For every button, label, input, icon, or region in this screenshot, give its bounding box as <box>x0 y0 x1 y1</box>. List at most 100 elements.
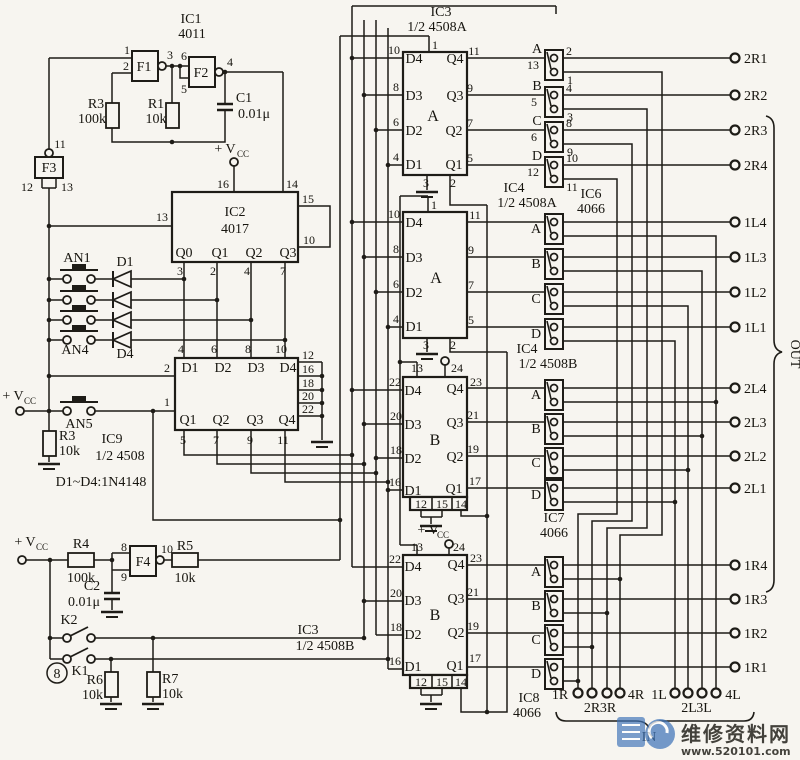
ic2-name: IC2 <box>225 205 246 220</box>
r7-value: 10k <box>162 687 183 702</box>
analog-switch-arm <box>546 250 552 269</box>
ic1-part: 4011 <box>178 27 205 42</box>
in-2l: 2L <box>681 701 697 716</box>
ic9-pin-18: 18 <box>302 376 314 390</box>
ic3a-pin-10: 10 <box>388 43 400 57</box>
junction-dot <box>46 276 52 282</box>
junction-dot <box>373 127 379 133</box>
ic3b-q4: Q4 <box>447 558 464 573</box>
junction-dot <box>150 408 156 414</box>
vcc-terminal <box>444 539 454 549</box>
sw1b-pin-3: 3 <box>567 110 573 124</box>
ic3a-pin-1: 1 <box>432 38 438 52</box>
pushbutton-cap <box>72 305 86 311</box>
junction-dot <box>319 387 325 393</box>
diode-triangle <box>110 269 132 289</box>
wire <box>216 430 364 465</box>
analog-switch-contact <box>549 642 559 652</box>
junction-dot <box>385 479 391 485</box>
junction-dot <box>349 219 355 225</box>
vcc-left-sub: CC <box>24 396 36 406</box>
analog-switch-contact <box>549 676 559 686</box>
sw1a-pin-1: 1 <box>567 73 573 87</box>
d4-label: D4 <box>116 347 133 362</box>
junction-dot <box>169 139 175 145</box>
junction-dot <box>361 254 367 260</box>
junction-dot <box>169 63 175 69</box>
pushbutton-contact <box>62 335 72 345</box>
ic9-q4: Q4 <box>278 413 295 428</box>
k1-label: K1 <box>71 664 88 679</box>
ic3a-d2: D2 <box>405 124 422 139</box>
r1-name: R1 <box>148 97 164 112</box>
analog-switch-contact <box>549 160 559 170</box>
ic3b-q3: Q3 <box>447 592 464 607</box>
diode-triangle <box>110 310 132 330</box>
ic4b-q3: Q3 <box>446 416 463 431</box>
ic4a-d1: D1 <box>405 320 422 335</box>
junction-dot <box>484 513 490 519</box>
ic3b-d4: D4 <box>404 560 421 575</box>
analog-switch-contact <box>549 451 559 461</box>
ic2-part: 4017 <box>221 222 249 237</box>
ic9-d4: D4 <box>279 361 296 376</box>
sw1c-pin-8: 8 <box>566 116 572 130</box>
vcc-ic3b: + V <box>417 523 438 538</box>
components-layer <box>15 49 783 731</box>
junction-dot <box>47 557 53 563</box>
wire <box>563 71 663 689</box>
pushbutton-contact <box>62 274 72 284</box>
ic3a-d4: D4 <box>405 52 422 67</box>
ic3b-pin-12: 12 <box>415 675 427 689</box>
ic2-pin-4: 4 <box>244 264 250 278</box>
sw2a-label: A <box>531 222 542 237</box>
analog-switch-contact <box>549 231 559 241</box>
junction-dot <box>373 455 379 461</box>
sw1d-pin-11: 11 <box>566 180 578 194</box>
ic4b-pin-23: 23 <box>470 375 482 389</box>
analog-switch-arm <box>546 558 552 577</box>
junction-dot <box>46 408 52 414</box>
ic3b-d3: D3 <box>404 594 421 609</box>
out-2r3: 2R3 <box>744 124 767 139</box>
analog-switch-arm <box>546 88 552 107</box>
analog-switch-arm <box>546 381 552 400</box>
ic9-pin-8: 8 <box>245 342 251 356</box>
analog-switch-contact <box>549 125 559 135</box>
r7-resistor <box>146 671 161 698</box>
analog-switch-contact <box>549 383 559 393</box>
analog-switch-box <box>544 590 564 622</box>
ic4a-pin-7: 7 <box>468 278 474 292</box>
gate-inverter-bubble <box>157 61 167 71</box>
out-terminal <box>729 382 741 394</box>
analog-switch-arm <box>546 449 552 468</box>
wire <box>563 235 717 689</box>
analog-switch-box <box>544 479 564 511</box>
ic4b-q1: Q1 <box>445 482 462 497</box>
ic2-pin-16: 16 <box>217 177 229 191</box>
ic6-part: 4066 <box>577 202 605 217</box>
ic9-pin-2: 2 <box>164 361 170 375</box>
junction-dot <box>361 635 367 641</box>
ic4a-pin-1: 1 <box>431 198 437 212</box>
analog-switch-arm <box>546 660 552 679</box>
in-4l: 4L <box>725 688 741 703</box>
ic3b-d1: D1 <box>404 660 421 675</box>
analog-switch-box <box>544 283 564 315</box>
in-terminal <box>696 687 708 699</box>
diode-triangle <box>110 330 132 350</box>
analog-switch-contact <box>549 594 559 604</box>
f3-pin-13: 13 <box>61 180 73 194</box>
out-label: OUT <box>787 340 800 369</box>
ic3b-pin-23: 23 <box>470 551 482 565</box>
ic4b-pin-14: 14 <box>455 497 467 511</box>
junction-dot <box>589 644 595 650</box>
analog-switch-box <box>544 658 564 690</box>
ic4b-d3: D3 <box>404 418 421 433</box>
junction-dot <box>150 635 156 641</box>
pushbutton-contact <box>62 315 72 325</box>
out-terminal <box>729 627 741 639</box>
in-3l: 3L <box>696 701 712 716</box>
